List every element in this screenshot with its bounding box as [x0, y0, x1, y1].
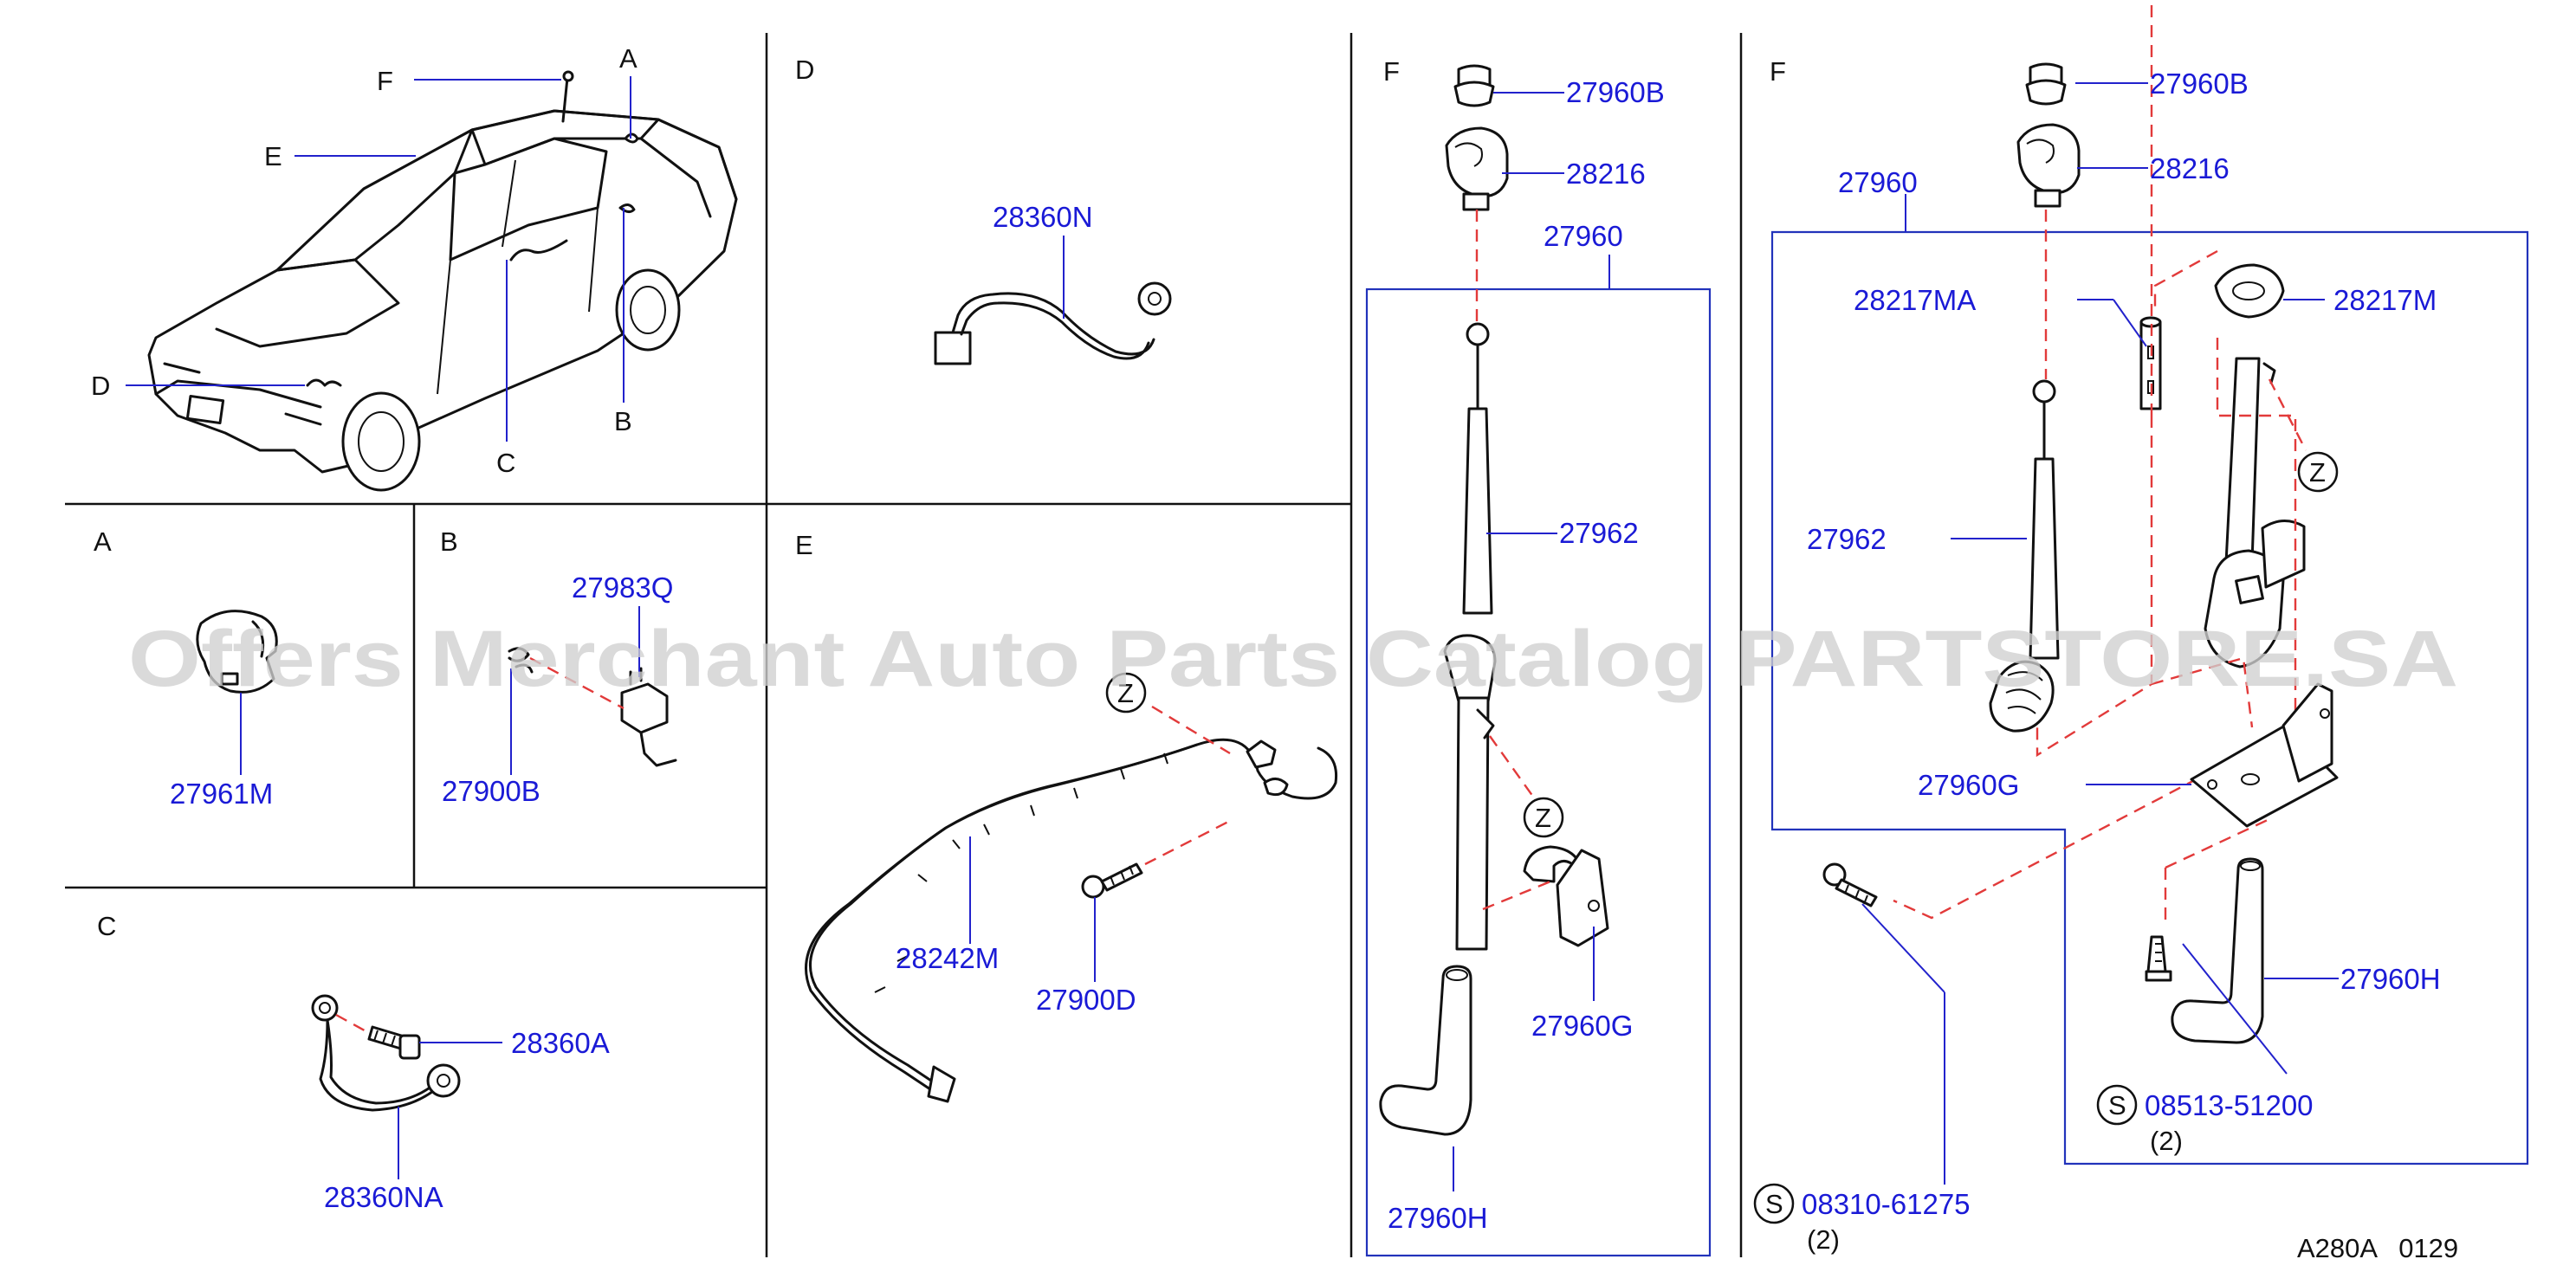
quantity-08513: (2): [2150, 1126, 2183, 1156]
part-label-f1-28216: 28216: [1566, 158, 1646, 190]
grommet-28217M: [2214, 263, 2285, 319]
motor-assembly-f2: [2204, 357, 2306, 668]
part-label-27983Q: 27983Q: [572, 571, 673, 604]
bracket-27960G-f1: [1523, 845, 1609, 947]
drain-hose-27960H-f1: [1379, 965, 1472, 1136]
motor-housing-f1: [1443, 634, 1497, 951]
z-marker-f1: [1523, 797, 1564, 838]
s-marker-08513-text: S: [2108, 1090, 2126, 1120]
overview-ref-B: B: [614, 406, 632, 436]
section-label-E: E: [795, 530, 813, 560]
screw-27900D: [1081, 862, 1143, 899]
bolt-28360A: [367, 1025, 421, 1060]
part-label-f2-08310-61275: 08310-61275: [1802, 1188, 1971, 1220]
part-label-f2-27960H: 27960H: [2340, 963, 2441, 995]
bracket-27960G-f2: [2190, 682, 2339, 828]
overview-ref-A: A: [619, 43, 638, 74]
mast-27962-f2: [1989, 379, 2060, 733]
part-label-28360N: 28360N: [993, 201, 1093, 233]
drain-hose-27960H-f2: [2171, 857, 2264, 1044]
antenna-base-cap-27961M: [196, 610, 278, 694]
part-label-28360A: 28360A: [511, 1027, 610, 1059]
assembly-box-27960-f1: [1365, 287, 1712, 1257]
mast-27962-f1: [1462, 322, 1493, 615]
panel-dividers: [65, 33, 1743, 1257]
z-marker-e: [1105, 672, 1147, 714]
s-marker-08513: [2096, 1084, 2138, 1126]
part-label-f2-28217M: 28217M: [2333, 284, 2437, 316]
clip-27900B: [508, 647, 534, 674]
noise-suppressor-27983Q: [620, 667, 677, 767]
section-label-D: D: [795, 55, 814, 85]
overview-ref-F: F: [377, 66, 393, 96]
ground-strap-28360NA: [311, 994, 461, 1112]
screw-08513-51200: [2145, 935, 2172, 982]
part-label-27900B: 27900B: [442, 775, 540, 807]
part-label-f1-27960H: 27960H: [1388, 1202, 1488, 1234]
diagram-code: A280A 0129: [2297, 1233, 2458, 1263]
screw-08310-61275: [1822, 862, 1878, 907]
watermark-text: Offers Merchant Auto Parts Catalog PARTS…: [128, 615, 2458, 703]
section-label-C: C: [97, 911, 116, 941]
overview-ref-E: E: [264, 141, 282, 171]
section-label-B: B: [440, 526, 458, 557]
z-marker-f2-text: Z: [2309, 457, 2326, 488]
part-label-f1-27960G: 27960G: [1531, 1010, 1633, 1042]
quantity-08310: (2): [1807, 1224, 1840, 1255]
part-label-28242M: 28242M: [896, 942, 999, 974]
part-label-f2-28217MA: 28217MA: [1854, 284, 1976, 316]
part-label-28360NA: 28360NA: [324, 1181, 443, 1213]
s-marker-08310-text: S: [1765, 1189, 1783, 1219]
z-marker-e-text: Z: [1117, 678, 1134, 708]
part-label-f2-27960: 27960: [1838, 166, 1918, 198]
feeder-cable-28242M: [805, 738, 1338, 1103]
s-marker-08310: [1753, 1183, 1795, 1224]
overview-leaders: [126, 76, 631, 442]
grommet-27960B-f1: [1453, 64, 1495, 107]
section-label-A: A: [94, 526, 112, 557]
part-label-f2-28216: 28216: [2150, 152, 2230, 184]
part-label-f2-27960B: 27960B: [2150, 68, 2249, 100]
part-label-27900D: 27900D: [1036, 984, 1136, 1016]
z-marker-f2: [2297, 451, 2339, 493]
overview-ref-D: D: [91, 371, 110, 401]
part-label-f1-27962: 27962: [1559, 517, 1639, 549]
assembly-box-27960-f2: [1770, 230, 2529, 1166]
car-overview-illustration: [147, 70, 738, 492]
part-label-27961M: 27961M: [170, 778, 273, 810]
part-label-f2-27962: 27962: [1807, 523, 1887, 555]
part-label-f1-27960B: 27960B: [1566, 76, 1665, 108]
bezel-28216-f2: [2016, 123, 2081, 208]
grommet-27960B-f2: [2025, 62, 2067, 106]
z-marker-f1-text: Z: [1535, 803, 1551, 833]
part-label-f2-27960G: 27960G: [1918, 769, 2019, 801]
overview-ref-C: C: [496, 448, 515, 478]
bezel-28216-f1: [1445, 126, 1509, 211]
ground-wire-28360N: [934, 281, 1172, 365]
part-label-f2-08513-51200: 08513-51200: [2145, 1089, 2314, 1121]
part-label-f1-27960: 27960: [1544, 220, 1623, 252]
section-label-F1: F: [1383, 56, 1400, 87]
section-label-F2: F: [1770, 56, 1786, 87]
